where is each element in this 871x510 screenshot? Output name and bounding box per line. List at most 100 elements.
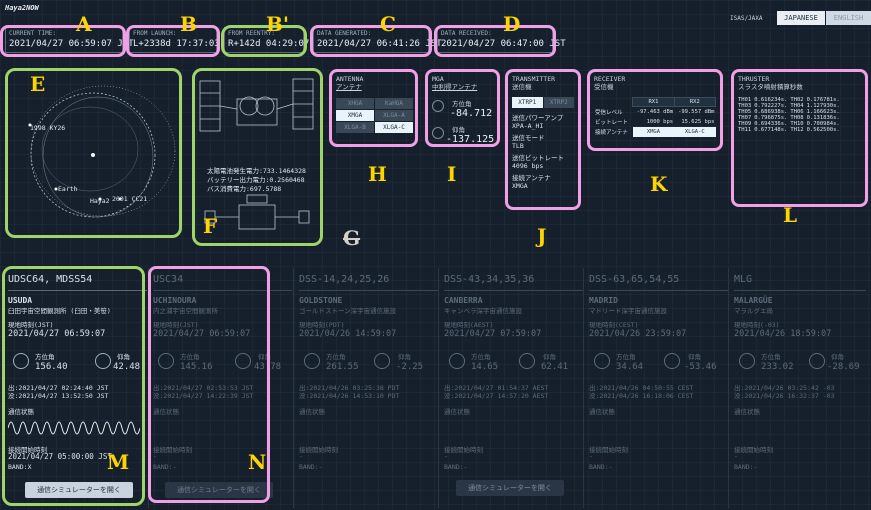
- start-label: 接続開始時刻: [589, 446, 628, 454]
- station-name: UCHINOURA: [153, 296, 197, 305]
- station-name: MALARGÜE: [734, 296, 773, 305]
- spacecraft-diagram: [199, 78, 314, 230]
- tab-xtrp1[interactable]: XTRP1: [512, 97, 543, 108]
- el-value: 62.41: [541, 362, 569, 372]
- thruster-time: 0.562500s.: [806, 127, 840, 133]
- station-title: UDSC64, MDSS54: [8, 274, 93, 285]
- thruster-name: TH12: [790, 127, 804, 133]
- thruster-title-ja: スラスタ噴射積算秒数: [738, 83, 803, 91]
- az-value: 145.16: [180, 362, 213, 372]
- azimuth-dial-icon: [449, 353, 465, 369]
- from-launch-label: FROM LAUNCH:: [133, 30, 177, 37]
- start-label: 接続開始時刻: [299, 446, 338, 454]
- letter-d: D: [503, 12, 521, 36]
- tx-bitrate-value: 4096 bps: [512, 162, 544, 170]
- start-label: 接続開始時刻: [734, 446, 773, 454]
- japanese-button[interactable]: JAPANESE: [777, 11, 825, 25]
- el-label: 仰角: [543, 353, 556, 361]
- az-value: 34.64: [616, 362, 644, 372]
- station-time-label: 現地時刻(CEST): [589, 321, 639, 329]
- az-value: 14.65: [471, 362, 499, 372]
- open-simulator-button[interactable]: 通信シミュレーターを開く: [165, 482, 273, 498]
- mga-title-ja: 中利得アンテナ: [432, 83, 478, 91]
- mga-az-value: -84.712: [450, 108, 493, 119]
- receiver-row-label: 接続アンテナ: [595, 129, 628, 136]
- antenna-grid: XHGA KaHGA XMGA XLGA-A XLGA-B XLGA-C: [336, 98, 413, 133]
- el-label: 仰角: [831, 353, 844, 361]
- comm-label: 通信状態: [589, 408, 615, 416]
- tx-mode-value: TLB: [512, 142, 524, 150]
- elevation-dial-icon: [519, 353, 535, 369]
- receiver-title-en: RECEIVER: [594, 75, 626, 83]
- tx-power-label: 送信パワーアンプ: [512, 114, 564, 122]
- letter-b-prime: B': [266, 12, 290, 36]
- azimuth-dial-icon: [594, 353, 610, 369]
- station-time-label: 現地時刻(AEST): [444, 321, 494, 329]
- antenna-panel: ANTENNA アンテナ XHGA KaHGA XMGA XLGA-A XLGA…: [329, 69, 418, 147]
- set-time: 没:2021/04/27 14:22:39 JST: [153, 392, 254, 400]
- station-time: 2021/04/26 23:59:07: [589, 329, 687, 339]
- start-label: 接続開始時刻: [444, 446, 483, 454]
- mga-panel: MGA 中利得アンテナ 方位角 -84.712 仰角 -137.125: [425, 69, 500, 147]
- band: BAND:-: [589, 463, 613, 471]
- tx-power-value: XPA-A_HI: [512, 122, 544, 130]
- el-label: 仰角: [258, 353, 271, 361]
- receiver-cell: XLGA-C: [674, 126, 716, 137]
- comm-label: 通信状態: [8, 408, 34, 416]
- orbit-label-1998kY26: 1998 KY26: [30, 124, 66, 132]
- station-canberra: DSS-43,34,35,36 CANBERRA キャンベラ深宇宙通信施設 現地…: [441, 266, 586, 506]
- azimuth-dial-icon: [739, 353, 755, 369]
- letter-g: G: [343, 226, 361, 250]
- thruster-time: 1.166623s.: [806, 109, 840, 115]
- receiver-col-rx2: RX2: [673, 97, 717, 107]
- mga-az-label: 方位角: [452, 100, 472, 108]
- azimuth-dial-icon: [304, 353, 320, 369]
- highlight-b-prime: [221, 25, 307, 57]
- az-label: 方位角: [180, 353, 200, 361]
- elevation-dial-icon: [809, 353, 825, 369]
- receiver-table: RX1 RX2 受信レベル -97.463 dBm -99.557 dBm ビッ…: [594, 97, 717, 137]
- azimuth-dial-icon: [13, 353, 29, 369]
- el-label: 仰角: [688, 353, 701, 361]
- band: BAND:-: [299, 463, 323, 471]
- highlight-n: [148, 266, 270, 503]
- station-time-label: 現地時刻(-03): [734, 321, 780, 329]
- station-title: DSS-43,34,35,36: [444, 274, 535, 285]
- station-title: USC34: [153, 274, 184, 285]
- azimuth-dial-icon: [158, 353, 174, 369]
- band: BAND:-: [734, 463, 758, 471]
- letter-c: C: [380, 12, 396, 36]
- english-button[interactable]: ENGLISH: [826, 11, 871, 25]
- comm-label: 通信状態: [153, 408, 179, 416]
- thruster-time: 0.616234s.: [754, 97, 788, 103]
- station-name: USUDA: [8, 296, 33, 305]
- start-time: -: [734, 452, 738, 460]
- antenna-cell-kahga: KaHGA: [375, 98, 413, 109]
- station-title: DSS-63,65,54,55: [589, 274, 680, 285]
- orbit-label-earth: Earth: [58, 185, 78, 193]
- elevation-dial-icon: [235, 353, 251, 369]
- letter-j: J: [537, 224, 547, 248]
- station-time: 2021/04/27 06:59:07: [8, 329, 106, 339]
- letter-h: H: [368, 162, 387, 186]
- elevation-dial-icon: [432, 127, 444, 139]
- elevation-dial-icon: [95, 353, 111, 369]
- open-simulator-button[interactable]: 通信シミュレーターを開く: [25, 482, 133, 498]
- tab-xtrp2[interactable]: XTRP2: [543, 97, 574, 108]
- mga-el-label: 仰角: [452, 126, 465, 134]
- el-value: 42.48: [113, 362, 141, 372]
- az-label: 方位角: [471, 353, 491, 361]
- open-simulator-button[interactable]: 通信シミュレーターを開く: [456, 480, 564, 496]
- from-reentry-value: R+142d 04:29:07: [228, 39, 310, 49]
- band: BAND:-: [444, 463, 468, 471]
- el-label: 仰角: [117, 353, 130, 361]
- station-sub: マラルグエ局: [734, 307, 773, 315]
- el-value: -53.46: [684, 362, 717, 372]
- transmitter-title-en: TRANSMITTER: [512, 75, 556, 83]
- mga-title-en: MGA: [432, 75, 444, 83]
- letter-i: I: [447, 162, 457, 186]
- antenna-cell-xlga-a: XLGA-A: [375, 110, 413, 121]
- highlight-m: [2, 266, 145, 506]
